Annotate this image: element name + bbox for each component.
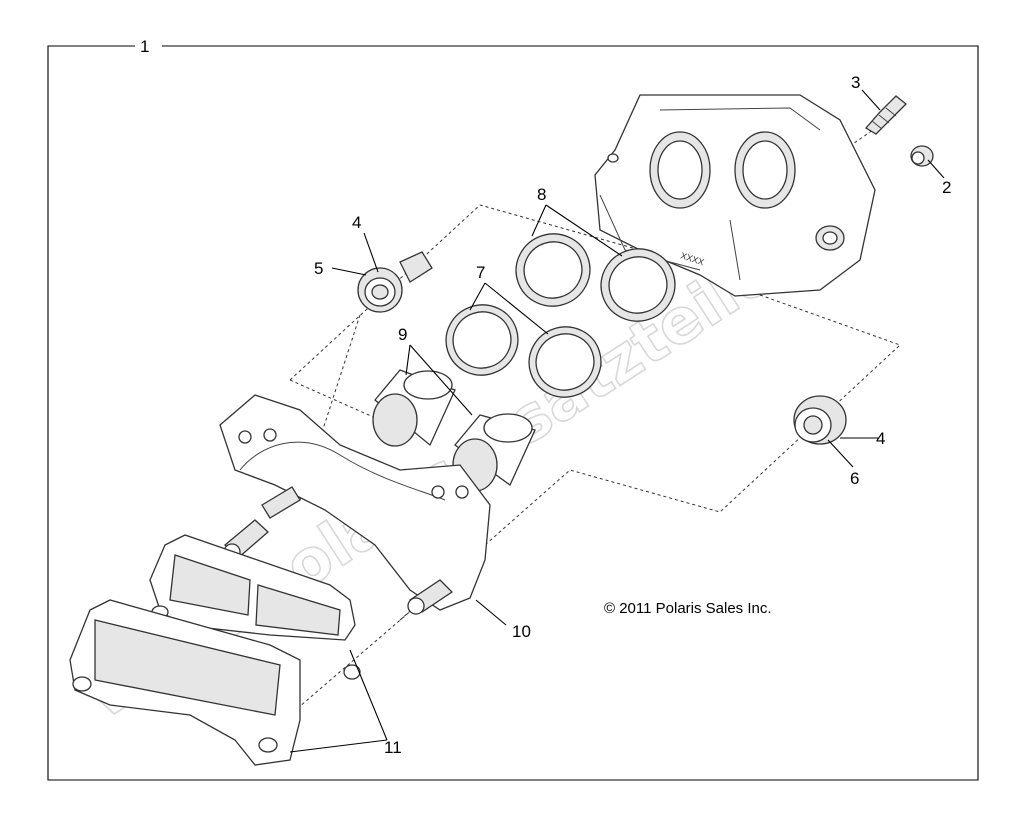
leader-lines	[289, 89, 945, 753]
piston-seals-upper	[515, 233, 676, 322]
caliper-bracket	[219, 394, 491, 615]
pin-boot-upper	[357, 251, 433, 313]
bleeder-screw	[864, 95, 907, 135]
callout-4-upper: 4	[352, 213, 361, 232]
callout-8: 8	[537, 185, 546, 204]
brake-pad-outer	[69, 599, 361, 766]
copyright-text: © 2011 Polaris Sales Inc.	[604, 600, 772, 617]
brake-pad-inner	[149, 534, 356, 641]
caliper-body: XXXX	[594, 94, 876, 297]
callout-9: 9	[398, 325, 407, 344]
callout-5: 5	[314, 259, 323, 278]
diagram-frame: 1	[47, 37, 979, 781]
callout-6: 6	[850, 469, 859, 488]
pin-boot-lower	[793, 395, 847, 445]
callout-1: 1	[140, 37, 149, 56]
dust-seals	[445, 304, 602, 398]
callout-4-lower: 4	[876, 429, 885, 448]
callout-7: 7	[476, 263, 485, 282]
callout-3: 3	[851, 73, 860, 92]
bleeder-cap	[910, 145, 934, 167]
callout-11: 11	[384, 738, 402, 757]
callout-10: 10	[512, 622, 531, 641]
callout-2: 2	[942, 178, 951, 197]
